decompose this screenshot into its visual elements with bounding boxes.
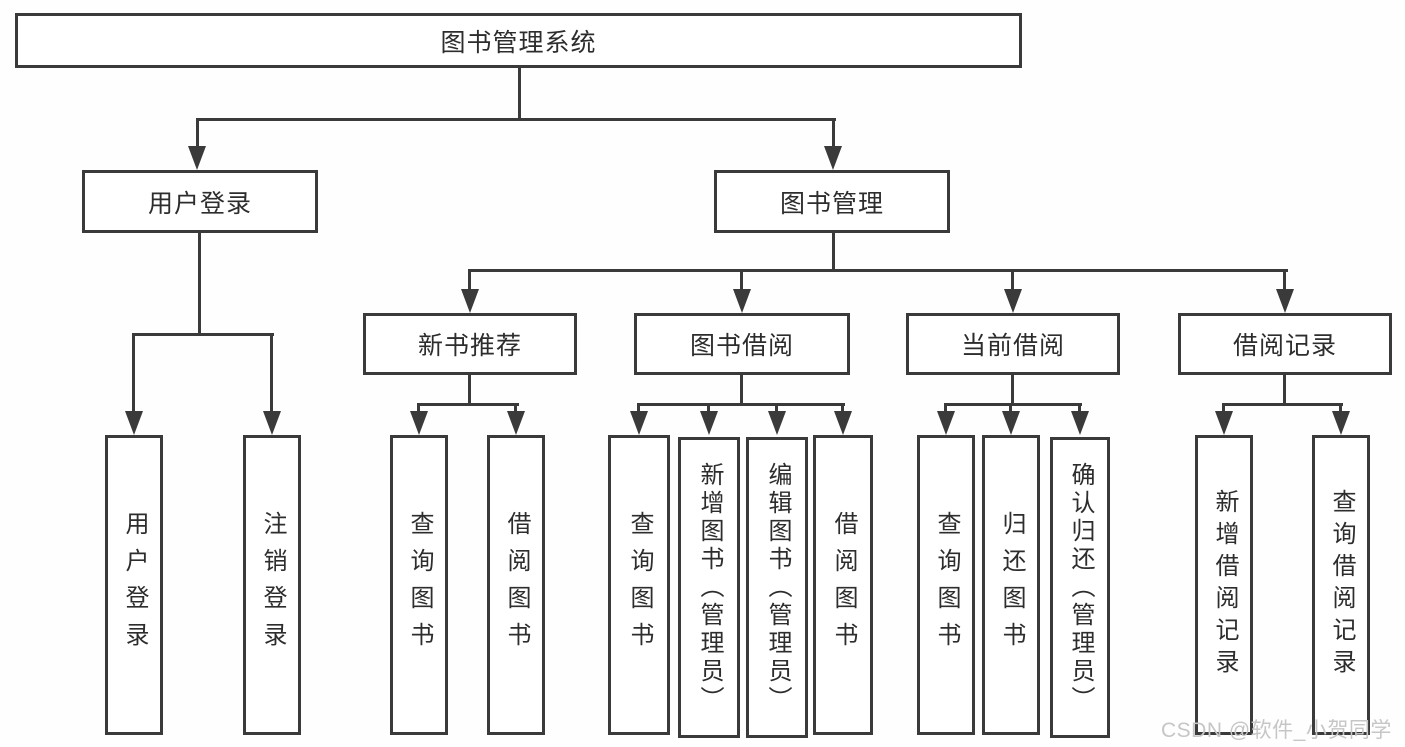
node-label: 图书管理 bbox=[779, 189, 884, 218]
connector-line bbox=[637, 403, 845, 406]
leaf-query-books-recommend: 查询图书 bbox=[390, 435, 448, 735]
node-label: 借阅图书 bbox=[830, 511, 857, 659]
node-label: 查询图书 bbox=[933, 511, 960, 659]
connector-line bbox=[468, 269, 1288, 272]
connector-line bbox=[775, 403, 778, 413]
node-user-login: 用户登录 bbox=[82, 170, 318, 233]
connector-line bbox=[740, 373, 743, 406]
leaf-return-book: 归还图书 bbox=[982, 435, 1040, 735]
node-book-borrowing: 图书借阅 bbox=[634, 313, 850, 375]
arrowhead-down-icon bbox=[188, 146, 206, 170]
connector-line bbox=[841, 403, 844, 413]
connector-line bbox=[417, 403, 420, 413]
node-label: 注销登录 bbox=[259, 511, 286, 659]
arrowhead-down-icon bbox=[824, 146, 842, 170]
node-new-book-recommend: 新书推荐 bbox=[363, 313, 577, 375]
node-label: 图书借阅 bbox=[689, 332, 794, 360]
connector-line bbox=[832, 118, 835, 148]
node-label: 归还图书 bbox=[998, 511, 1025, 659]
node-label: 新增图书（管理员） bbox=[696, 461, 723, 714]
leaf-edit-book-admin: 编辑图书（管理员） bbox=[746, 437, 808, 738]
leaf-confirm-return-admin: 确认归还（管理员） bbox=[1050, 437, 1110, 738]
node-label: 当前借阅 bbox=[960, 332, 1065, 360]
node-label: 新增借阅记录 bbox=[1211, 489, 1238, 681]
connector-line bbox=[832, 231, 835, 272]
connector-line bbox=[518, 66, 521, 120]
arrowhead-down-icon bbox=[1004, 289, 1022, 313]
node-label: 借阅图书 bbox=[503, 511, 530, 659]
connector-line bbox=[944, 403, 1082, 406]
node-label: 查询借阅记录 bbox=[1328, 489, 1355, 681]
node-label: 借阅记录 bbox=[1232, 332, 1337, 360]
connector-line bbox=[196, 118, 199, 148]
leaf-logout: 注销登录 bbox=[243, 435, 301, 735]
arrowhead-down-icon bbox=[937, 411, 955, 435]
arrowhead-down-icon bbox=[1332, 411, 1350, 435]
connector-line bbox=[417, 403, 519, 406]
arrowhead-down-icon bbox=[834, 411, 852, 435]
node-current-borrowing: 当前借阅 bbox=[906, 313, 1120, 375]
arrowhead-down-icon bbox=[507, 411, 525, 435]
connector-line bbox=[196, 118, 836, 121]
arrowhead-down-icon bbox=[125, 411, 143, 435]
connector-line bbox=[270, 333, 273, 413]
arrowhead-down-icon bbox=[700, 411, 718, 435]
leaf-add-borrow-record: 新增借阅记录 bbox=[1195, 435, 1253, 735]
csdn-watermark: CSDN @软件_小贺同学 bbox=[1161, 719, 1392, 742]
node-borrowing-records: 借阅记录 bbox=[1178, 313, 1392, 375]
connector-line bbox=[1222, 403, 1225, 413]
arrowhead-down-icon bbox=[263, 411, 281, 435]
node-label: 编辑图书（管理员） bbox=[764, 461, 791, 714]
arrowhead-down-icon bbox=[461, 289, 479, 313]
connector-line bbox=[944, 403, 947, 413]
connector-line bbox=[637, 403, 640, 413]
node-label: 图书管理系统 bbox=[440, 28, 597, 57]
connector-line bbox=[468, 373, 471, 406]
node-book-management: 图书管理 bbox=[714, 170, 950, 233]
connector-line bbox=[1339, 403, 1342, 413]
arrowhead-down-icon bbox=[1276, 289, 1294, 313]
connector-line bbox=[740, 269, 743, 291]
connector-line bbox=[132, 333, 274, 336]
connector-line bbox=[1283, 269, 1286, 291]
node-label: 查询图书 bbox=[626, 511, 653, 659]
arrowhead-down-icon bbox=[733, 289, 751, 313]
node-label: 查询图书 bbox=[406, 511, 433, 659]
connector-line bbox=[198, 231, 201, 336]
connector-line bbox=[1011, 373, 1014, 406]
node-label: 用户登录 bbox=[147, 189, 252, 218]
connector-line bbox=[1011, 269, 1014, 291]
leaf-query-books-current: 查询图书 bbox=[917, 435, 975, 735]
connector-line bbox=[132, 333, 135, 413]
connector-line bbox=[1283, 373, 1286, 406]
leaf-query-books-borrowing: 查询图书 bbox=[608, 435, 670, 735]
connector-line bbox=[468, 269, 471, 291]
node-label: 用户登录 bbox=[121, 511, 148, 659]
connector-line bbox=[514, 403, 517, 413]
leaf-borrow-books-recommend: 借阅图书 bbox=[487, 435, 545, 735]
arrowhead-down-icon bbox=[630, 411, 648, 435]
arrowhead-down-icon bbox=[1071, 411, 1089, 435]
node-library-system: 图书管理系统 bbox=[15, 13, 1022, 68]
arrowhead-down-icon bbox=[768, 411, 786, 435]
connector-line bbox=[707, 403, 710, 413]
node-label: 确认归还（管理员） bbox=[1067, 461, 1094, 714]
arrowhead-down-icon bbox=[410, 411, 428, 435]
arrowhead-down-icon bbox=[1215, 411, 1233, 435]
node-label: 新书推荐 bbox=[417, 332, 522, 360]
connector-line bbox=[1009, 403, 1012, 413]
connector-line bbox=[1222, 403, 1343, 406]
connector-line bbox=[1078, 403, 1081, 413]
leaf-borrow-books: 借阅图书 bbox=[813, 435, 873, 735]
arrowhead-down-icon bbox=[1002, 411, 1020, 435]
leaf-query-borrow-record: 查询借阅记录 bbox=[1312, 435, 1370, 735]
leaf-user-login: 用户登录 bbox=[105, 435, 163, 735]
leaf-add-book-admin: 新增图书（管理员） bbox=[678, 437, 740, 738]
